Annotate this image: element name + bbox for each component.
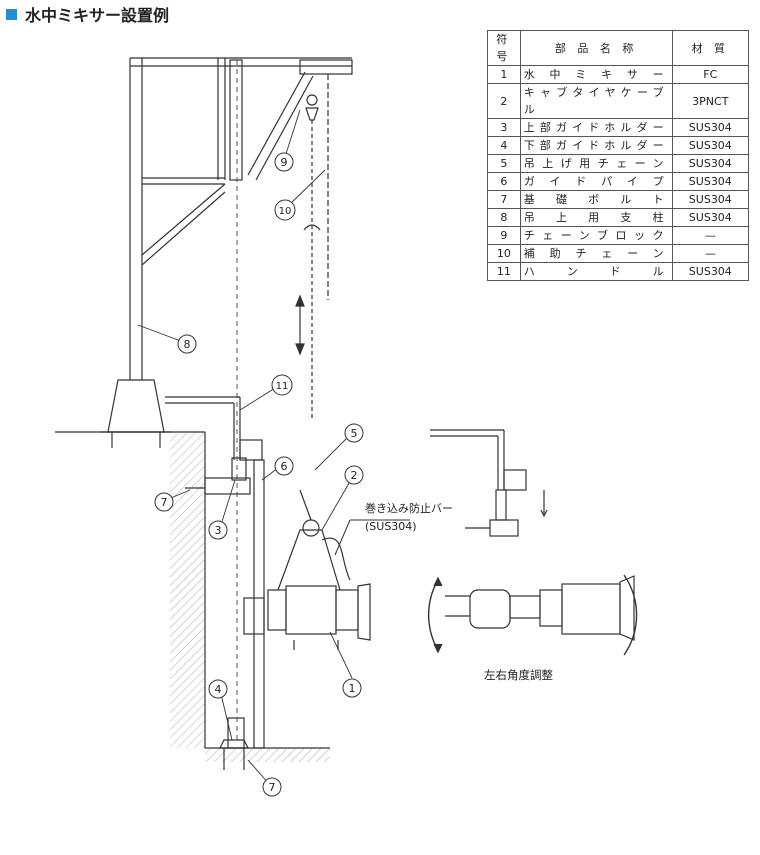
- callout-4: 4: [208, 679, 228, 699]
- wall-hatch: [170, 432, 205, 748]
- callout-4-text: 4: [215, 683, 222, 696]
- callout-1-text: 1: [349, 682, 356, 695]
- callout-3: 3: [208, 520, 228, 540]
- callout-5: 5: [344, 423, 364, 443]
- parts-cell-no: 11: [487, 262, 521, 281]
- callout-6-text: 6: [281, 460, 288, 473]
- callout-leaders: [137, 109, 353, 786]
- callout-9-text: 9: [281, 156, 288, 169]
- up-down-arrow-icon: [295, 294, 305, 356]
- callout-7a-text: 7: [161, 496, 168, 509]
- header-material: 材 質: [671, 30, 750, 66]
- header-name: 部 品 名 称: [519, 30, 673, 66]
- callout-8: 8: [177, 334, 197, 354]
- floor-hatch: [205, 748, 330, 762]
- header-no: 符号: [487, 30, 521, 66]
- parts-cell-material: —: [671, 226, 750, 245]
- lifting-post: [100, 57, 353, 448]
- callout-7b: 7: [262, 777, 282, 797]
- title-square-icon: [6, 8, 17, 20]
- mixer-side-view: [243, 489, 371, 650]
- detail-mixer-top-view: [428, 574, 638, 656]
- anti-wind-bar-material: (SUS304): [365, 520, 417, 533]
- callout-11-text: 11: [276, 381, 289, 392]
- callout-10: 10: [274, 199, 296, 221]
- parts-table-header: 符号 部 品 名 称 材 質: [487, 30, 750, 66]
- anti-wind-bar-label: 巻き込み防止バー: [365, 501, 453, 515]
- parts-cell-no: 2: [487, 83, 521, 119]
- parts-cell-name: 水中ミキサー: [519, 65, 673, 84]
- guide-pipe-assembly: [165, 396, 265, 770]
- callout-3-text: 3: [215, 524, 222, 537]
- parts-cell-name: 吊上用支柱: [519, 208, 673, 227]
- callout-1: 1: [342, 678, 362, 698]
- parts-cell-name: 吊上げ用チェーン: [519, 154, 673, 173]
- callout-5-text: 5: [351, 427, 358, 440]
- parts-cell-name: キャブタイヤケーブル: [519, 83, 673, 119]
- callout-9: 9: [274, 152, 294, 172]
- callout-2-text: 2: [351, 469, 358, 482]
- angle-adjust-label: 左右角度調整: [484, 668, 553, 682]
- chain-block: [303, 74, 329, 420]
- callout-2: 2: [344, 465, 364, 485]
- callout-7a: 7: [154, 492, 174, 512]
- title-text: 水中ミキサー設置例: [25, 6, 170, 25]
- page-title: 水中ミキサー設置例: [6, 4, 170, 25]
- parts-cell-material: 3PNCT: [671, 83, 750, 119]
- parts-cell-name: 基礎ボルト: [519, 190, 673, 209]
- parts-cell-material: SUS304: [671, 262, 750, 281]
- parts-cell-name: ハンドル: [519, 262, 673, 281]
- detail-guide-view: [430, 429, 548, 537]
- callout-11: 11: [271, 374, 293, 396]
- parts-cell-material: SUS304: [671, 118, 750, 137]
- anti-wind-bar-leader: [334, 519, 410, 556]
- callout-7b-text: 7: [269, 781, 276, 794]
- parts-cell-name: 下部ガイドホルダー: [519, 136, 673, 155]
- callout-10-text: 10: [279, 206, 292, 217]
- callout-8-text: 8: [184, 338, 191, 351]
- callout-6: 6: [274, 456, 294, 476]
